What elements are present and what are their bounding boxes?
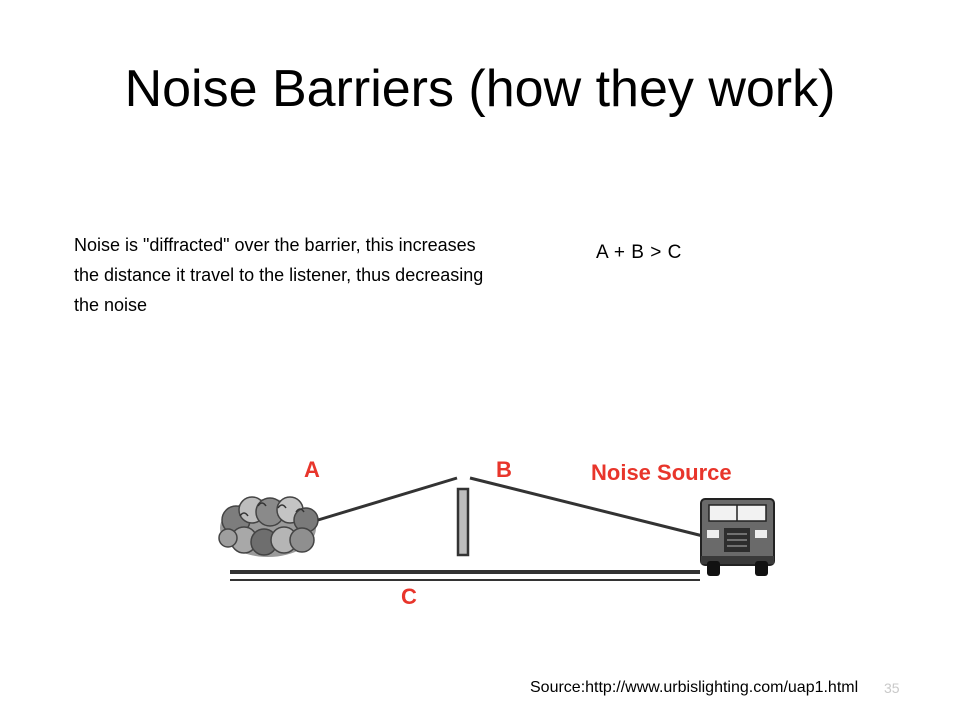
label-b: B <box>496 457 512 482</box>
explanation-text: Noise is "diffracted" over the barrier, … <box>74 235 484 315</box>
slide-number: 35 <box>884 680 900 696</box>
truck-icon <box>700 498 775 576</box>
label-a: A <box>304 457 320 482</box>
path-a-line <box>317 476 458 522</box>
label-noise-source: Noise Source <box>591 460 732 485</box>
barrier <box>456 487 470 557</box>
source-citation: Source:http://www.urbislighting.com/uap1… <box>530 679 859 696</box>
formula-text: A + B > C <box>596 242 682 263</box>
ground-line <box>230 570 700 574</box>
slide-title: Noise Barriers (how they work) <box>124 60 836 118</box>
listener-crowd-icon <box>218 496 319 557</box>
label-c: C <box>401 584 417 609</box>
path-b-line <box>469 476 704 538</box>
